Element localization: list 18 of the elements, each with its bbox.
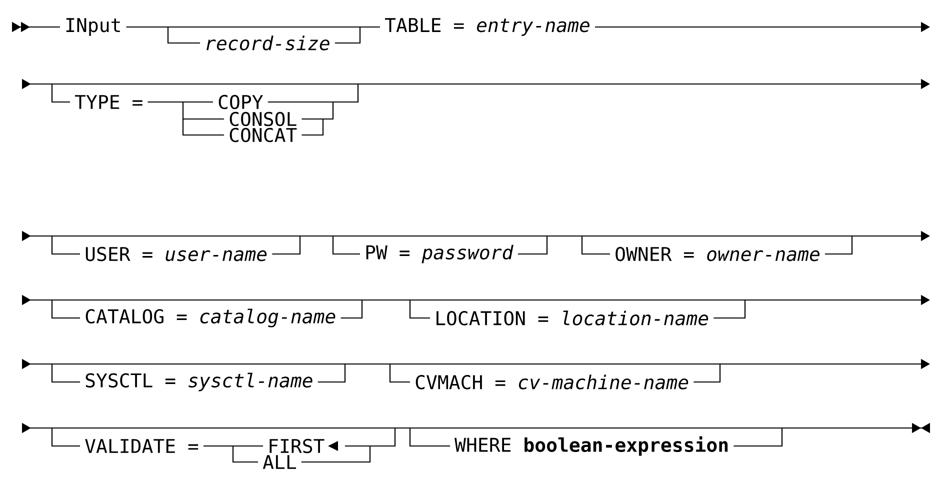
syntax-term: SYSCTL = sysctl-name [86, 372, 312, 392]
syntax-term: TYPE = [75, 95, 142, 109]
syntax-term: INput [66, 18, 120, 36]
syntax-term: OWNER = owner-name [616, 246, 820, 262]
syntax-term: USER = user-name [86, 246, 267, 262]
syntax-term: TABLE = entry-name [385, 18, 590, 36]
syntax-term: WHERE boolean-expression [454, 436, 728, 456]
syntax-term: CONSOL [230, 112, 296, 126]
syntax-term: CONCAT [230, 128, 297, 142]
syntax-term: CVMACH = cv-machine-name [416, 374, 688, 390]
syntax-term: PW = password [366, 244, 514, 264]
syntax-term: LOCATION = location-name [436, 310, 708, 326]
syntax-term: FIRST [270, 438, 324, 454]
syntax-term: ALL [262, 455, 296, 469]
syntax-term: COPY [218, 94, 263, 110]
syntax-term: CATALOG = catalog-name [86, 308, 336, 328]
syntax-term: record-size [206, 36, 330, 50]
syntax-term: VALIDATE = [85, 439, 198, 453]
